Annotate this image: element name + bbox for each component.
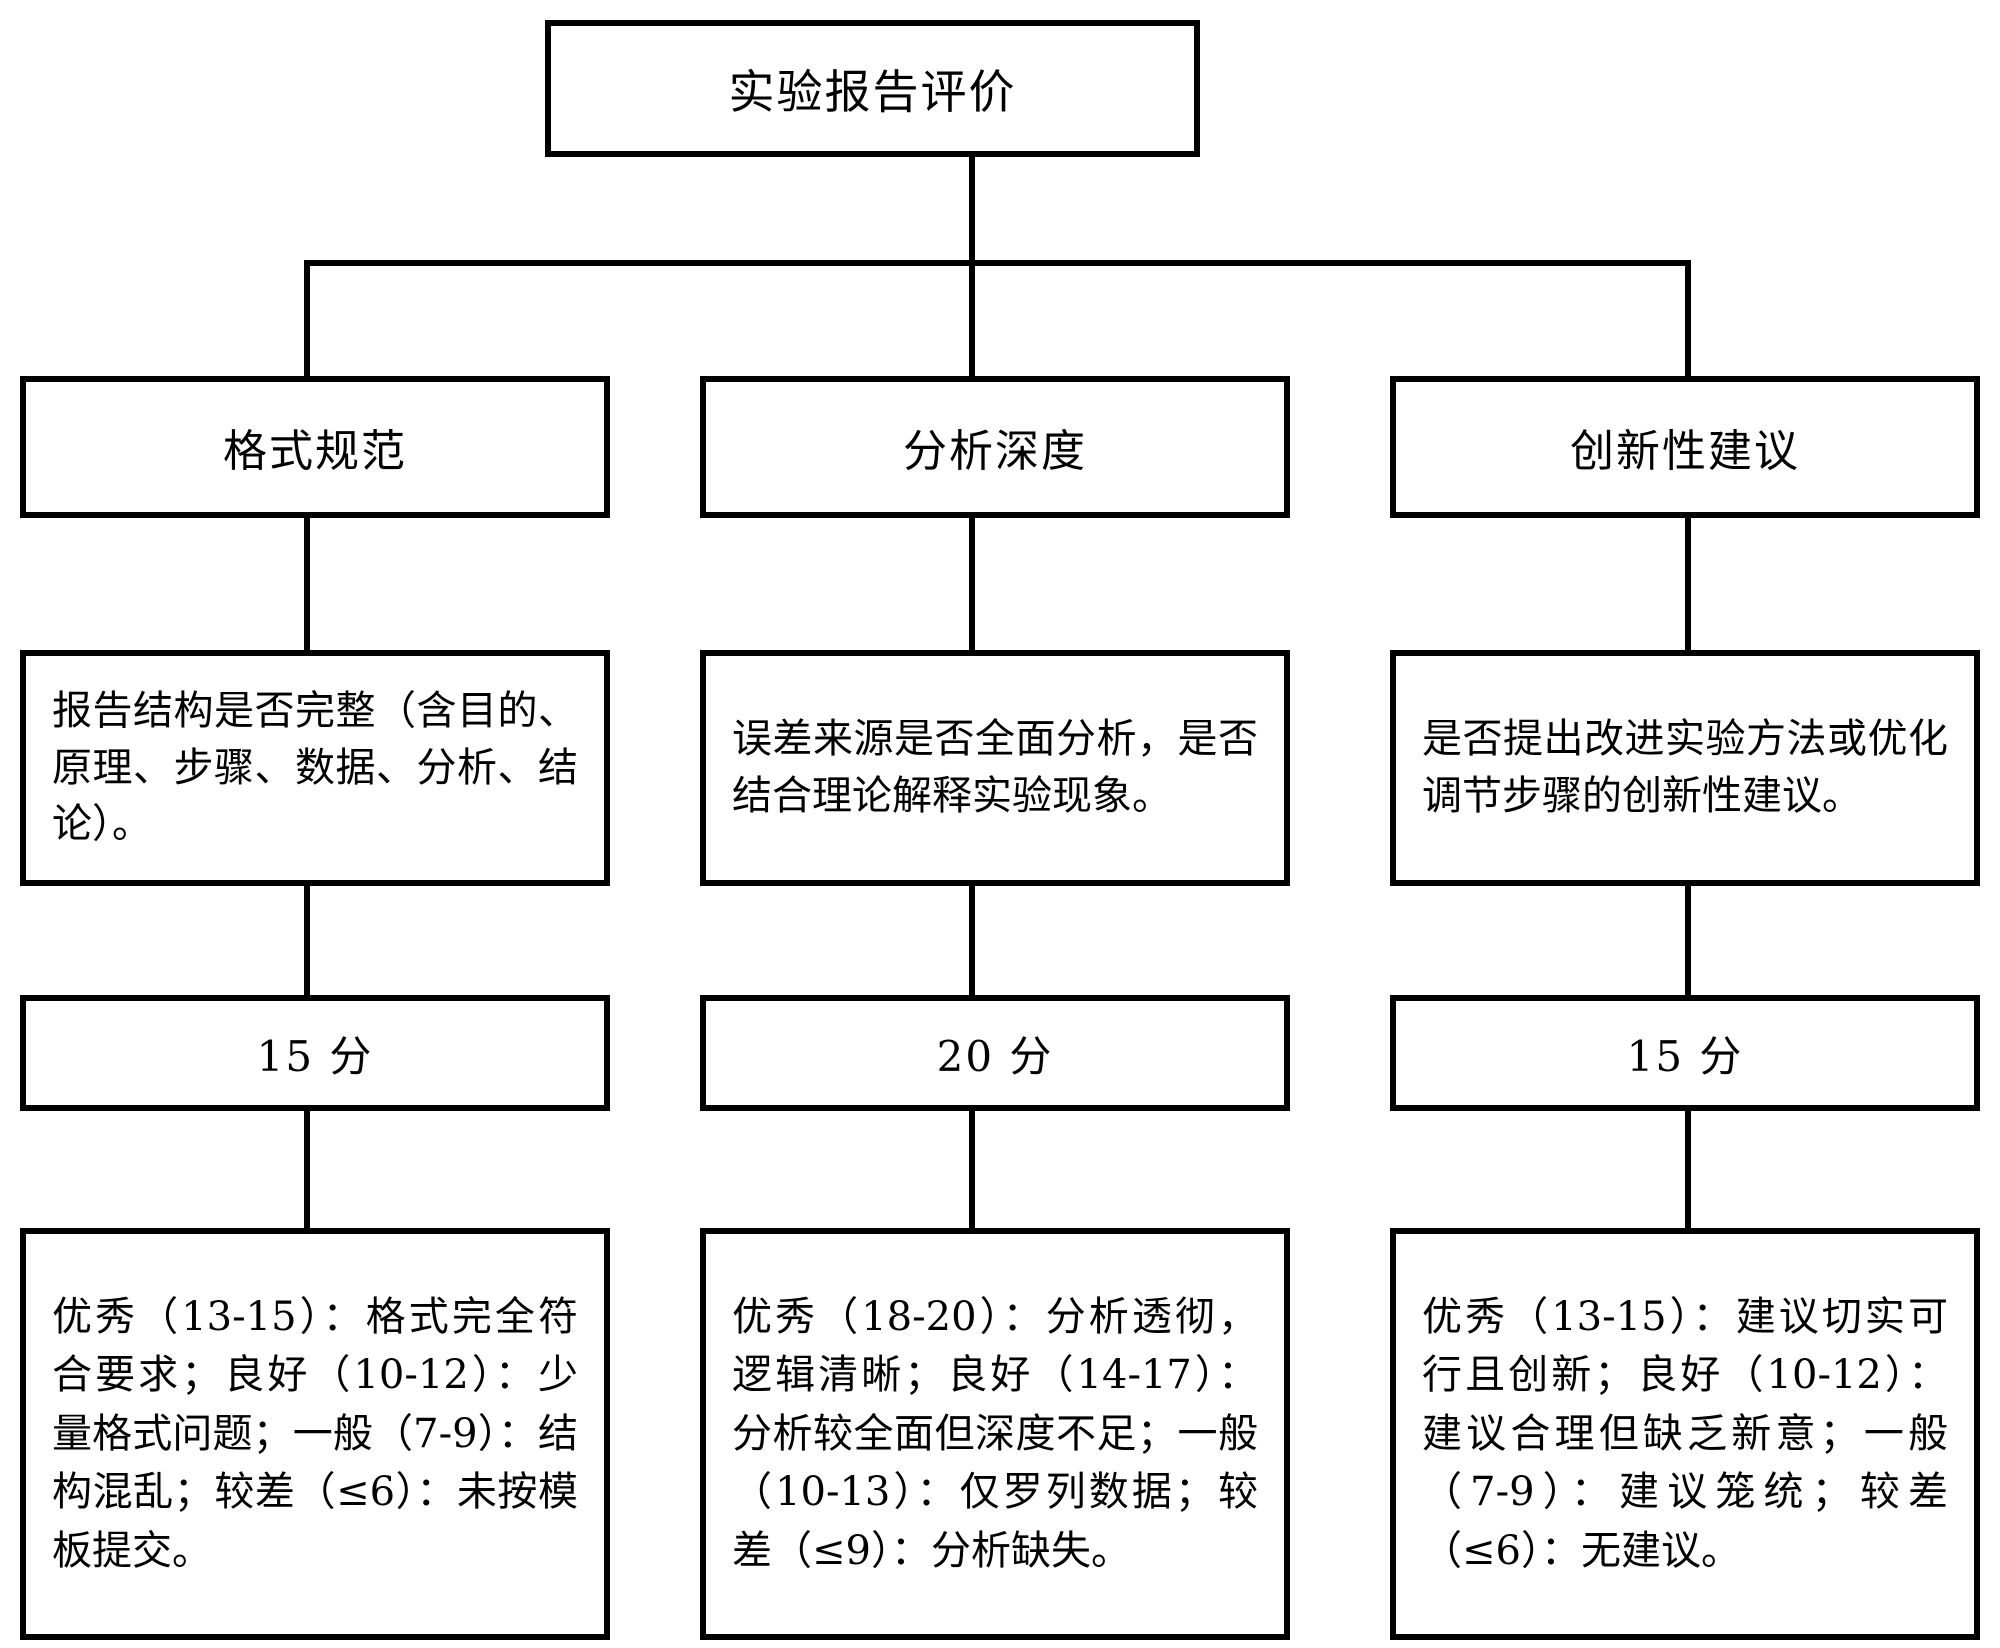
category-node-0: 格式规范 xyxy=(20,376,610,518)
category-node-1: 分析深度 xyxy=(700,376,1290,518)
connector-description-2-to-score-2 xyxy=(1685,882,1691,999)
score-node-label-1: 20 分 xyxy=(936,1031,1054,1081)
score-node-1: 20 分 xyxy=(700,995,1290,1111)
connector-horizontal-bus xyxy=(304,260,1691,266)
description-node-2: 是否提出改进实验方法或优化调节步骤的创新性建议。 xyxy=(1390,650,1980,886)
criteria-node-text-1: 优秀（18-20）：分析透彻，逻辑清晰；良好（14-17）：分析较全面但深度不足… xyxy=(732,1294,1258,1574)
connector-category-1-to-description-1 xyxy=(969,514,975,654)
category-node-label-2: 创新性建议 xyxy=(1570,426,1800,477)
category-node-label-0: 格式规范 xyxy=(223,426,407,477)
category-node-label-1: 分析深度 xyxy=(903,426,1087,477)
criteria-node-text-2: 优秀（13-15）：建议切实可行且创新；良好（10-12）：建议合理但缺乏新意；… xyxy=(1422,1294,1948,1574)
connector-score-1-to-criteria-1 xyxy=(969,1107,975,1232)
connector-bus-to-category-0 xyxy=(304,260,310,380)
category-node-2: 创新性建议 xyxy=(1390,376,1980,518)
description-node-text-1: 误差来源是否全面分析，是否结合理论解释实验现象。 xyxy=(732,716,1258,819)
score-node-label-2: 15 分 xyxy=(1626,1031,1744,1081)
criteria-node-text-0: 优秀（13-15）：格式完全符合要求；良好（10-12）：少量格式问题；一般（7… xyxy=(52,1294,578,1574)
connector-bus-to-category-1 xyxy=(969,260,975,380)
connector-score-2-to-criteria-2 xyxy=(1685,1107,1691,1232)
connector-root-stem xyxy=(969,157,975,269)
criteria-node-2: 优秀（13-15）：建议切实可行且创新；良好（10-12）：建议合理但缺乏新意；… xyxy=(1390,1228,1980,1640)
description-node-text-2: 是否提出改进实验方法或优化调节步骤的创新性建议。 xyxy=(1422,716,1948,819)
score-node-0: 15 分 xyxy=(20,995,610,1111)
connector-description-0-to-score-0 xyxy=(304,882,310,999)
connector-description-1-to-score-1 xyxy=(969,882,975,999)
root-node-label: 实验报告评价 xyxy=(728,64,1017,119)
criteria-node-1: 优秀（18-20）：分析透彻，逻辑清晰；良好（14-17）：分析较全面但深度不足… xyxy=(700,1228,1290,1640)
score-node-label-0: 15 分 xyxy=(256,1031,374,1081)
connector-category-0-to-description-0 xyxy=(304,514,310,654)
connector-category-2-to-description-2 xyxy=(1685,514,1691,654)
connector-bus-to-category-2 xyxy=(1685,260,1691,380)
description-node-1: 误差来源是否全面分析，是否结合理论解释实验现象。 xyxy=(700,650,1290,886)
score-node-2: 15 分 xyxy=(1390,995,1980,1111)
connector-score-0-to-criteria-0 xyxy=(304,1107,310,1232)
description-node-0: 报告结构是否完整（含目的、原理、步骤、数据、分析、结论）。 xyxy=(20,650,610,886)
root-node: 实验报告评价 xyxy=(545,20,1200,157)
criteria-node-0: 优秀（13-15）：格式完全符合要求；良好（10-12）：少量格式问题；一般（7… xyxy=(20,1228,610,1640)
description-node-text-0: 报告结构是否完整（含目的、原理、步骤、数据、分析、结论）。 xyxy=(52,687,578,848)
